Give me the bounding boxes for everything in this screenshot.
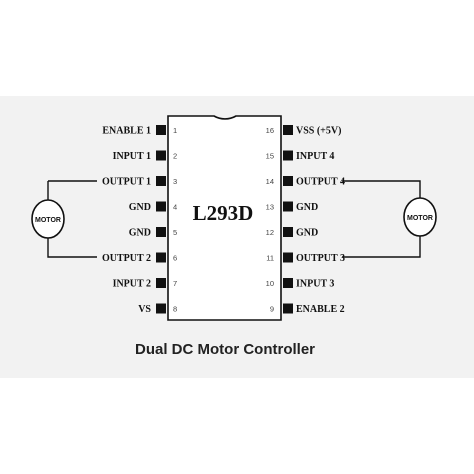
diagram-caption: Dual DC Motor Controller (135, 341, 315, 358)
pin-label: INPUT 1 (113, 151, 151, 162)
pin-number: 9 (270, 305, 274, 314)
right-pin: INPUT 4 15 (266, 150, 334, 162)
pin-pad (156, 252, 166, 263)
pin-label: ENABLE 2 (296, 304, 345, 315)
right-pin: INPUT 3 10 (266, 278, 334, 290)
left-pin: VS 8 (138, 303, 177, 315)
pin-pad (156, 278, 166, 288)
pin-label: VSS (+5V) (296, 126, 341, 137)
pin-number: 2 (173, 152, 177, 161)
left-pin: INPUT 1 2 (113, 150, 177, 162)
pin-pad (156, 201, 166, 212)
left-pin: ENABLE 1 1 (102, 125, 177, 137)
pin-pad (156, 303, 166, 314)
pin-label: GND (129, 228, 151, 239)
pin-pad (283, 150, 293, 161)
pin-label: INPUT 4 (296, 151, 334, 162)
pin-number: 10 (266, 279, 274, 288)
pin-number: 1 (173, 126, 177, 135)
left-pin: OUTPUT 2 6 (102, 252, 177, 264)
left-pin: INPUT 2 7 (113, 278, 177, 290)
pin-number: 5 (173, 228, 177, 237)
left-motor (31, 199, 65, 239)
right-motor-label: MOTOR (407, 215, 433, 222)
chip-body (167, 115, 282, 321)
right-pin: OUTPUT 3 11 (266, 252, 345, 264)
pin-pad (156, 125, 166, 135)
left-motor-wiring: MOTOR (31, 180, 97, 258)
pin-label: GND (129, 202, 151, 213)
pin-label: INPUT 2 (113, 279, 151, 290)
pin-number: 14 (266, 177, 274, 186)
right-pin: GND 13 (266, 201, 318, 213)
pin-label: OUTPUT 3 (296, 253, 345, 264)
left-pin: GND 4 (129, 201, 177, 213)
pin-pad (156, 227, 166, 237)
pin-label: OUTPUT 2 (102, 253, 151, 264)
pin-pad (283, 252, 293, 263)
pin-pad (283, 125, 293, 135)
right-pin: ENABLE 2 9 (270, 303, 345, 315)
pin-label: INPUT 3 (296, 279, 334, 290)
pin-number: 6 (173, 254, 177, 263)
pin-number: 12 (266, 228, 274, 237)
pin-pad (283, 227, 293, 237)
pin-pad (283, 303, 293, 314)
left-pin: OUTPUT 1 3 (102, 176, 177, 188)
chip-name: L293D (193, 201, 254, 225)
pin-number: 13 (266, 203, 274, 212)
right-motor (403, 197, 437, 237)
right-pin: VSS (+5V) 16 (266, 125, 341, 137)
pin-pad (156, 176, 166, 186)
right-motor-wire-top (342, 180, 421, 198)
pin-number: 11 (266, 254, 274, 263)
pin-number: 3 (173, 177, 177, 186)
pin-label: GND (296, 228, 318, 239)
left-pin: GND 5 (129, 227, 177, 239)
right-motor-wiring: MOTOR (342, 180, 437, 258)
pin-pad (283, 201, 293, 212)
pin-pad (283, 176, 293, 186)
pin-label: OUTPUT 1 (102, 177, 151, 188)
pin-pad (283, 278, 293, 288)
pin-label: GND (296, 202, 318, 213)
pin-number: 16 (266, 126, 274, 135)
pin-number: 4 (173, 203, 177, 212)
left-motor-label: MOTOR (35, 217, 61, 224)
pin-number: 8 (173, 305, 177, 314)
left-motor-wire-bottom (47, 232, 97, 258)
pin-label: VS (138, 304, 151, 315)
right-pin: OUTPUT 4 14 (266, 176, 345, 188)
pin-number: 15 (266, 152, 274, 161)
right-pin: GND 12 (266, 227, 318, 239)
pin-label: ENABLE 1 (102, 126, 151, 137)
pin-number: 7 (173, 279, 177, 288)
pin-pad (156, 150, 166, 161)
right-motor-wire-bottom (342, 236, 421, 258)
pin-label: OUTPUT 4 (296, 177, 345, 188)
